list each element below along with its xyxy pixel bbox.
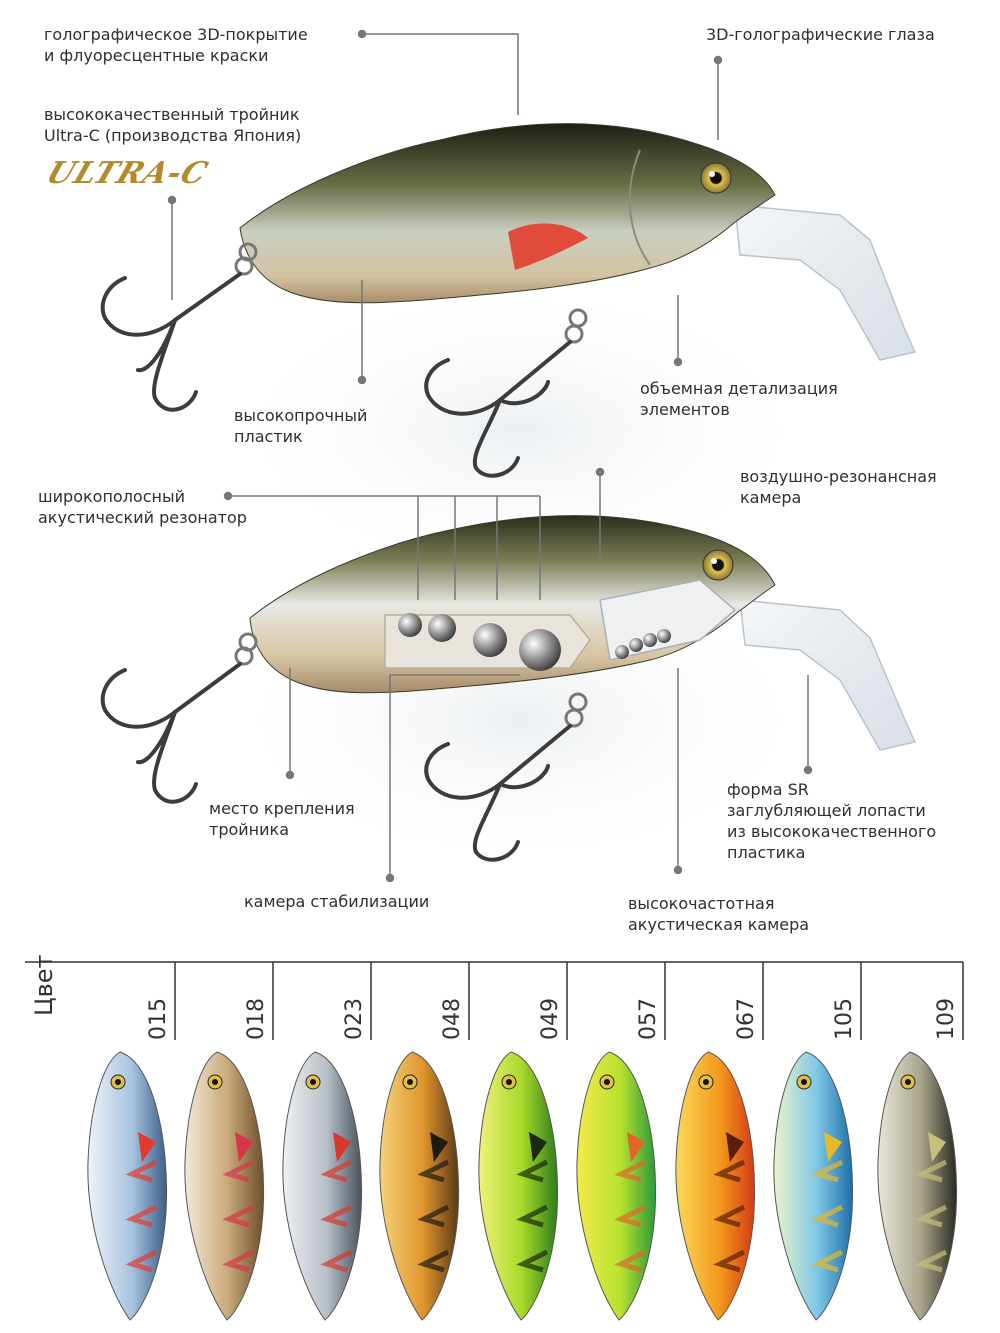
- swatch-stripe: [320, 1204, 353, 1228]
- swatch-stripe: [125, 1204, 158, 1228]
- color-code-023: 023: [342, 998, 367, 1040]
- color-swatch-015: [87, 1051, 168, 1321]
- swatch-stripe: [811, 1159, 844, 1183]
- stabilization-label: камера стабилизации: [244, 892, 430, 911]
- swatch-stripe: [125, 1249, 158, 1273]
- swatch-stripe: [516, 1204, 549, 1228]
- swatch-stripe: [417, 1159, 450, 1183]
- swatch-stripe: [713, 1204, 746, 1228]
- swatch-pupil: [604, 1079, 610, 1085]
- color-code-018: 018: [244, 998, 269, 1040]
- swatch-body: [675, 1051, 756, 1321]
- swatch-stripe: [915, 1204, 948, 1228]
- swatch-fin: [627, 1132, 645, 1162]
- swatch-stripe: [125, 1159, 158, 1183]
- top-lure: [100, 123, 917, 478]
- swatch-stripe: [614, 1249, 647, 1273]
- color-code-105: 105: [832, 998, 857, 1040]
- swatch-stripe: [614, 1159, 647, 1183]
- color-code-057: 057: [636, 998, 661, 1040]
- cutaway-lure: [100, 515, 917, 862]
- color-code-109: 109: [934, 998, 959, 1040]
- color-swatch-109: [877, 1051, 958, 1321]
- color-code-048: 048: [440, 998, 465, 1040]
- swatch-stripe: [222, 1204, 255, 1228]
- color-code-067: 067: [734, 998, 759, 1040]
- swatch-pupil: [212, 1079, 218, 1085]
- swatch-stripe: [811, 1204, 844, 1228]
- color-code-015: 015: [146, 998, 171, 1040]
- swatch-body: [773, 1051, 854, 1321]
- color-header: Цвет: [30, 954, 58, 1016]
- color-table-grid: [25, 961, 964, 1040]
- swatch-stripe: [614, 1204, 647, 1228]
- swatch-stripe: [417, 1249, 450, 1273]
- swatch-stripe: [516, 1249, 549, 1273]
- eyes-label: 3D-голографические глаза: [706, 25, 935, 44]
- swatch-body: [576, 1051, 657, 1321]
- color-swatch-057: [576, 1051, 657, 1321]
- color-swatch-023: [282, 1051, 363, 1321]
- swatch-fin: [726, 1132, 744, 1162]
- swatch-body: [379, 1051, 460, 1321]
- color-swatch-049: [478, 1051, 559, 1321]
- swatch-stripe: [320, 1159, 353, 1183]
- swatch-fin: [235, 1132, 253, 1162]
- swatch-body: [184, 1051, 265, 1321]
- swatch-pupil: [115, 1079, 121, 1085]
- color-swatch-018: [184, 1051, 265, 1321]
- color-swatch-067: [675, 1051, 756, 1321]
- swatch-fin: [333, 1132, 351, 1162]
- color-swatch-105: [773, 1051, 854, 1321]
- swatch-pupil: [407, 1079, 413, 1085]
- swatch-stripe: [713, 1159, 746, 1183]
- swatch-stripe: [915, 1159, 948, 1183]
- swatch-fin: [529, 1132, 547, 1162]
- swatch-fin: [928, 1132, 946, 1162]
- swatch-stripe: [516, 1159, 549, 1183]
- swatch-fin: [824, 1132, 842, 1162]
- leader-lines: [167, 29, 813, 883]
- swatch-stripe: [811, 1249, 844, 1273]
- swatch-stripe: [915, 1249, 948, 1273]
- swatch-pupil: [703, 1079, 709, 1085]
- swatch-pupil: [905, 1079, 911, 1085]
- swatch-body: [877, 1051, 958, 1321]
- ultra-c-logo: ULTRA-C: [41, 156, 214, 191]
- swatch-fin: [430, 1132, 448, 1162]
- swatch-fin: [138, 1132, 156, 1162]
- swatch-stripe: [222, 1159, 255, 1183]
- color-code-049: 049: [538, 998, 563, 1040]
- swatch-pupil: [506, 1079, 512, 1085]
- swatch-pupil: [801, 1079, 807, 1085]
- swatch-stripe: [713, 1249, 746, 1273]
- swatch-body: [478, 1051, 559, 1321]
- color-swatches: [87, 1051, 958, 1321]
- swatch-stripe: [417, 1204, 450, 1228]
- color-swatch-048: [379, 1051, 460, 1321]
- swatch-stripe: [222, 1249, 255, 1273]
- swatch-body: [282, 1051, 363, 1321]
- swatch-body: [87, 1051, 168, 1321]
- swatch-stripe: [320, 1249, 353, 1273]
- swatch-pupil: [310, 1079, 316, 1085]
